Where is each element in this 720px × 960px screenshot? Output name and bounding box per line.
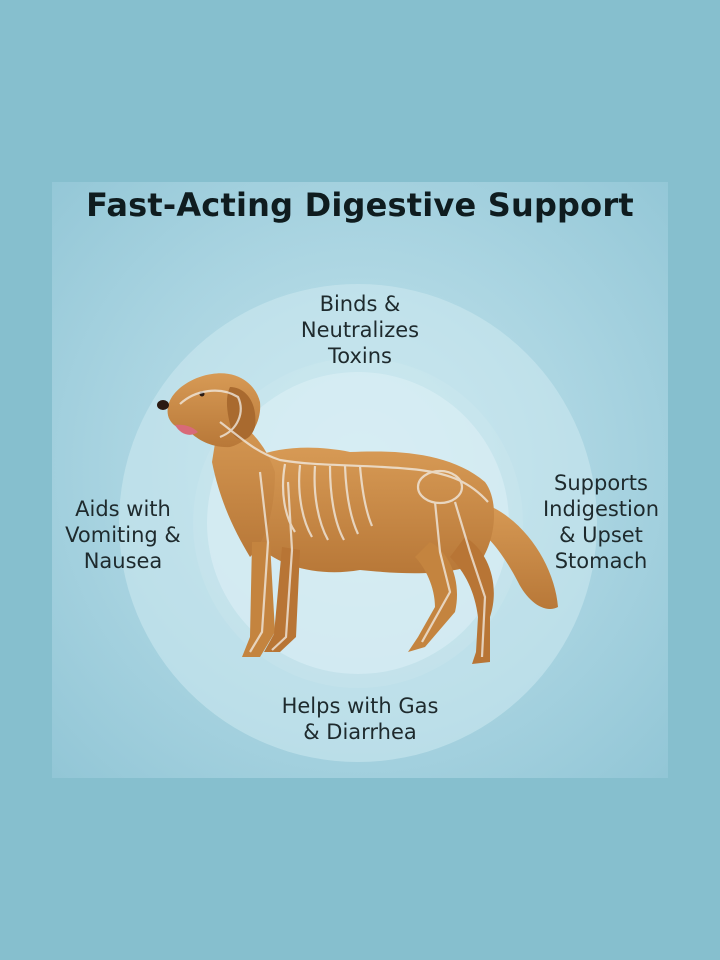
benefit-line: Aids with <box>75 497 171 521</box>
benefit-line: Neutralizes <box>300 318 420 342</box>
benefit-line: Helps with Gas <box>281 694 439 718</box>
benefit-line: & Upset <box>559 523 643 547</box>
benefit-line: Indigestion <box>542 497 660 521</box>
benefit-toxins: Binds & Neutralizes Toxins <box>270 291 450 369</box>
benefit-vomiting: Aids with Vomiting & Nausea <box>42 496 204 574</box>
dog-illustration <box>157 373 558 664</box>
benefit-line: Vomiting & <box>65 523 181 547</box>
benefit-line: Toxins <box>328 344 392 368</box>
benefit-line: Stomach <box>554 549 648 573</box>
dog-body <box>157 373 558 664</box>
benefit-line: Binds & <box>319 292 401 316</box>
skeleton-overlay <box>179 389 489 658</box>
benefit-gas: Helps with Gas & Diarrhea <box>245 693 475 745</box>
benefit-indigestion: Supports Indigestion & Upset Stomach <box>520 470 682 574</box>
benefit-line: & Diarrhea <box>303 720 417 744</box>
benefit-line: Supports <box>554 471 648 495</box>
benefit-line: Nausea <box>83 549 163 573</box>
page-title: Fast-Acting Digestive Support <box>86 186 634 224</box>
